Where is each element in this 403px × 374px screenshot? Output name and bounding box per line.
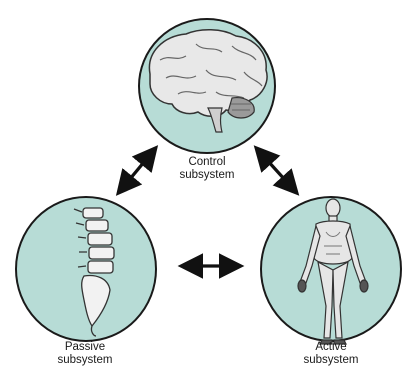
control-label: Control subsystem [162,156,252,182]
active-label-line1: Active [286,341,376,354]
control-label-line1: Control [162,156,252,169]
control-node [139,19,275,153]
passive-label: Passive subsystem [40,341,130,367]
passive-node [16,197,156,341]
arrow-control-active [258,150,295,191]
passive-label-line1: Passive [40,341,130,354]
control-label-line2: subsystem [162,169,252,182]
active-label: Active subsystem [286,341,376,367]
active-label-line2: subsystem [286,354,376,367]
passive-label-line2: subsystem [40,354,130,367]
active-node [261,197,401,344]
arrow-control-passive [120,150,154,191]
